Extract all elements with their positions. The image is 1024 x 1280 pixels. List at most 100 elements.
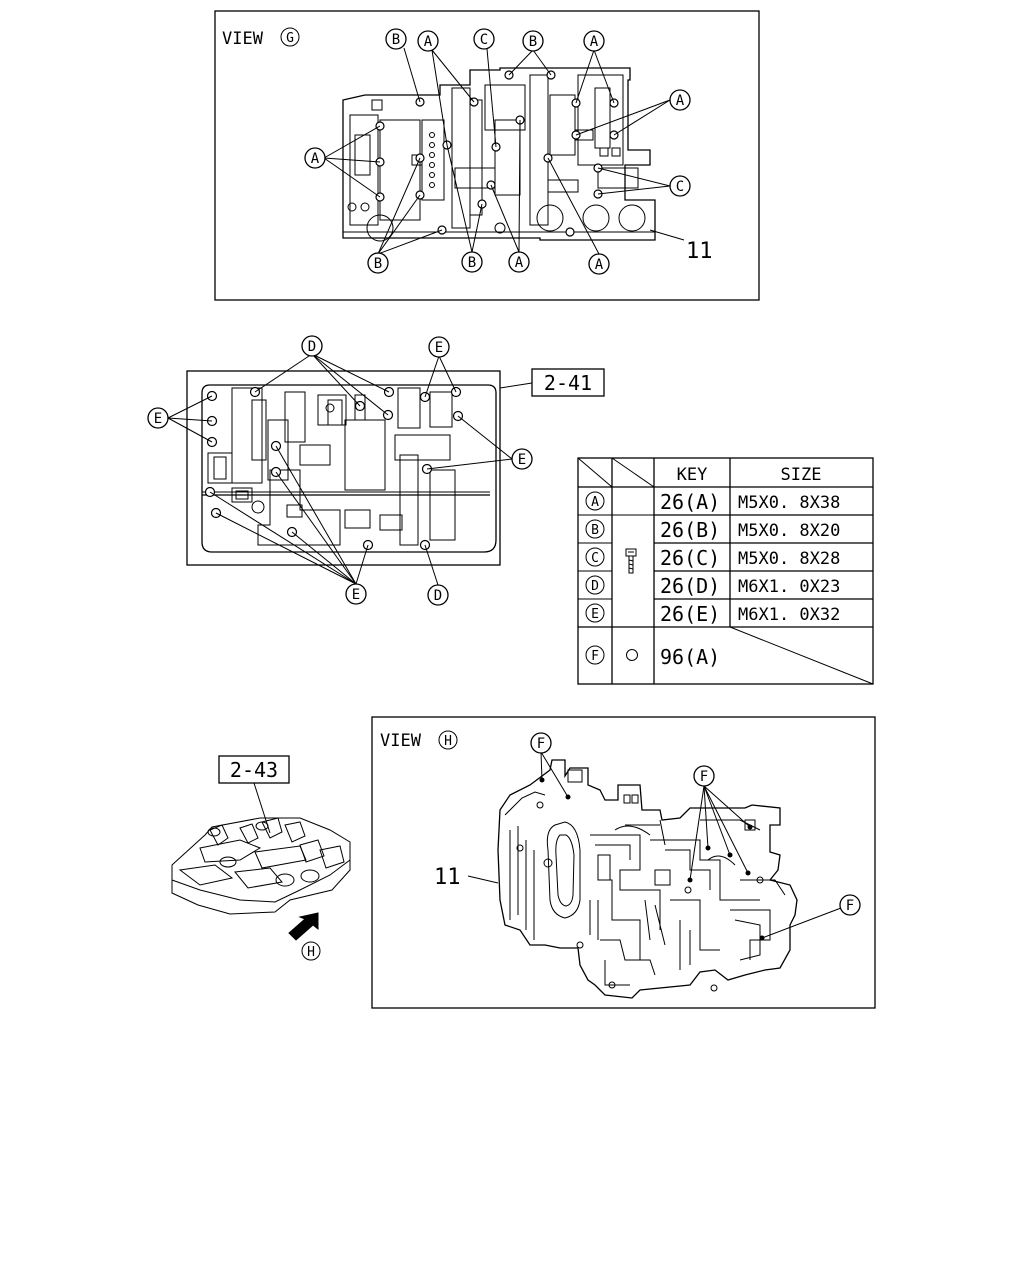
svg-text:A: A	[311, 151, 320, 167]
view-h-panel: VIEW H	[371, 716, 876, 1009]
callout-f: F	[530, 732, 552, 754]
part-number-11: 11	[686, 239, 713, 264]
svg-text:2-41: 2-41	[544, 371, 592, 395]
svg-text:F: F	[846, 898, 854, 914]
valve-body-iso	[171, 817, 351, 915]
callout-d: D	[301, 335, 323, 357]
svg-text:D: D	[591, 579, 599, 594]
bolt-icon	[625, 548, 637, 574]
svg-text:A: A	[515, 255, 524, 271]
svg-text:A: A	[595, 257, 604, 273]
svg-text:A: A	[590, 34, 599, 50]
svg-text:E: E	[154, 411, 162, 427]
view-g-letter-circle	[280, 27, 300, 47]
callout-a: A	[588, 253, 610, 275]
callout-f: F	[693, 765, 715, 787]
key-cell: 26(B)	[660, 518, 720, 542]
callout-b: B	[461, 251, 483, 273]
svg-text:D: D	[308, 339, 316, 355]
ref-label-241: 2-41	[531, 368, 605, 397]
part-number-11: 11	[434, 865, 461, 890]
arrow-h-circle	[301, 941, 321, 961]
table-row-c: C 26(C) M5X0. 8X28	[585, 546, 840, 570]
view-241-panel: D E E E E D 2-41	[147, 335, 605, 606]
ball-icon	[626, 649, 638, 661]
key-cell: 26(C)	[660, 546, 720, 570]
svg-text:F: F	[591, 649, 599, 664]
leader-lines-h	[467, 751, 842, 939]
size-header: SIZE	[781, 465, 822, 485]
leader-lines-g	[323, 47, 685, 255]
table-row-a: A 26(A) M5X0. 8X38	[585, 490, 840, 514]
key-cell: 26(A)	[660, 490, 720, 514]
key-table: KEY SIZE A 26(A) M5X0. 8X38 B 26(B) M5X0…	[577, 457, 874, 685]
svg-text:B: B	[591, 523, 599, 538]
callout-a: A	[508, 251, 530, 273]
separator-plate-h	[497, 759, 798, 999]
svg-text:A: A	[591, 495, 599, 510]
table-row-d: D 26(D) M6X1. 0X23	[585, 574, 840, 598]
callout-f: F	[839, 894, 861, 916]
svg-text:E: E	[352, 587, 360, 603]
callout-e: E	[511, 448, 533, 470]
size-cell: M6X1. 0X32	[738, 605, 840, 625]
size-cell: M5X0. 8X28	[738, 549, 840, 569]
arrow-h-icon	[288, 912, 319, 941]
svg-text:B: B	[374, 256, 382, 272]
svg-text:F: F	[537, 736, 545, 752]
table-row-b: B 26(B) M5X0. 8X20	[585, 518, 840, 542]
valve-body-g	[342, 67, 656, 242]
plate-details-241	[202, 387, 490, 546]
check-balls-h	[539, 777, 765, 941]
table-row-e: E 26(E) M6X1. 0X32	[585, 602, 840, 626]
callout-a: A	[304, 147, 326, 169]
svg-text:F: F	[700, 769, 708, 785]
svg-text:C: C	[591, 551, 599, 566]
svg-text:A: A	[424, 34, 433, 50]
leader-lines-241	[167, 353, 533, 586]
callout-e: E	[345, 583, 367, 605]
size-cell: M5X0. 8X38	[738, 493, 840, 513]
view-h-title: VIEW	[380, 731, 422, 751]
size-cell: M5X0. 8X20	[738, 521, 840, 541]
arrow-h-letter: H	[307, 945, 315, 960]
svg-text:C: C	[676, 179, 684, 195]
svg-text:B: B	[529, 34, 537, 50]
svg-text:A: A	[676, 93, 685, 109]
callout-a: A	[417, 30, 439, 52]
key-cell: 96(A)	[660, 645, 720, 669]
key-header: KEY	[677, 465, 708, 485]
svg-text:E: E	[435, 340, 443, 356]
svg-text:D: D	[434, 588, 442, 604]
bolt-holes-g	[375, 70, 619, 237]
callout-c: C	[473, 28, 495, 50]
bolt-holes-241	[204, 386, 464, 551]
view-243-panel: 2-43 H	[171, 755, 351, 961]
svg-text:B: B	[468, 255, 476, 271]
view-h-letter-circle	[438, 730, 458, 750]
size-cell: M6X1. 0X23	[738, 577, 840, 597]
svg-text:C: C	[480, 32, 488, 48]
callout-e: E	[147, 407, 169, 429]
view-g-title: VIEW	[222, 29, 264, 49]
callouts-g: B A C B A A A C B B A A 11	[304, 28, 713, 275]
view-g-letter: G	[286, 31, 294, 46]
view-h-letter: H	[444, 734, 452, 749]
svg-text:E: E	[591, 607, 599, 622]
view-g-panel: VIEW G	[214, 10, 760, 301]
ref-label-243: 2-43	[230, 758, 278, 782]
table-row-f: F 96(A)	[585, 645, 720, 669]
svg-text:B: B	[392, 32, 400, 48]
key-cell: 26(D)	[660, 574, 720, 598]
callout-e: E	[428, 336, 450, 358]
callouts-241: D E E E E D	[147, 335, 533, 606]
callout-d: D	[427, 584, 449, 606]
callout-a: A	[583, 30, 605, 52]
callout-b: B	[522, 30, 544, 52]
svg-text:E: E	[518, 452, 526, 468]
callouts-h: F F F 11	[434, 732, 861, 916]
callout-a: A	[669, 89, 691, 111]
callout-c: C	[669, 175, 691, 197]
callout-b: B	[385, 28, 407, 50]
